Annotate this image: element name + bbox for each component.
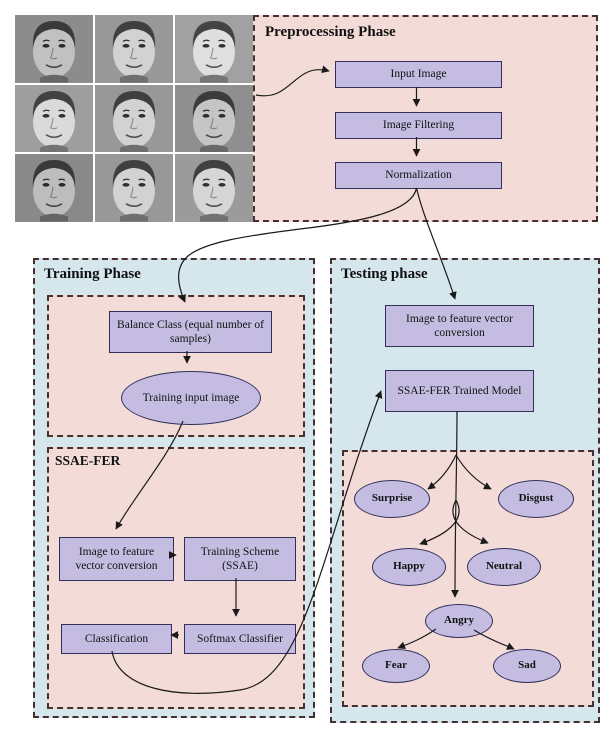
emotion-sad-node: Sad [493,649,561,683]
emotion-happy-node: Happy [372,548,446,586]
face-photo-icon [15,154,93,222]
face-image [175,154,253,222]
emotion-output-subpanel: Surprise Disgust Happy Neutral Angry Fea… [342,450,594,707]
emotion-surprise-node: Surprise [354,480,430,518]
face-image [175,15,253,83]
face-image [95,15,173,83]
training-phase-panel: Training Phase Balance Class (equal numb… [33,258,315,718]
training-scheme-node: Training Scheme (SSAE) [184,537,296,581]
ssae-fer-label: SSAE-FER [55,453,121,468]
testing-feature-conversion-node: Image to feature vector conversion [385,305,534,347]
face-photo-icon [175,15,253,83]
face-image [175,84,253,153]
trained-model-node: SSAE-FER Trained Model [385,370,534,412]
face-image [15,154,93,222]
face-photo-icon [175,154,253,222]
input-image-node: Input Image [335,61,502,88]
face-image [15,84,93,153]
testing-phase-panel: Testing phase Image to feature vector co… [330,258,600,723]
balance-class-subpanel: Balance Class (equal number of samples) … [47,295,305,437]
softmax-classifier-node: Softmax Classifier [184,624,296,654]
emotion-disgust-node: Disgust [498,480,574,518]
training-feature-conversion-node: Image to feature vector conversion [59,537,174,581]
face-image [15,15,93,83]
face-image-grid [15,15,253,222]
preprocessing-phase-panel: Preprocessing Phase Input Image Image Fi… [253,15,598,222]
training-phase-title: Training Phase [44,266,141,282]
face-photo-icon [95,15,173,83]
emotion-angry-node: Angry [425,604,493,638]
balance-class-node: Balance Class (equal number of samples) [109,311,272,353]
classification-node: Classification [61,624,172,654]
ssae-fer-subpanel: SSAE-FER Image to feature vector convers… [47,447,305,709]
face-photo-icon [175,84,253,153]
face-image [95,84,173,153]
image-filtering-node: Image Filtering [335,112,502,139]
preprocessing-phase-title: Preprocessing Phase [265,24,396,40]
normalization-node: Normalization [335,162,502,189]
training-input-image-node: Training input image [121,371,261,425]
face-photo-icon [15,15,93,83]
emotion-fear-node: Fear [362,649,430,683]
face-photo-icon [95,84,173,153]
face-image [95,154,173,222]
face-photo-icon [95,154,173,222]
emotion-neutral-node: Neutral [467,548,541,586]
face-photo-icon [15,84,93,153]
testing-phase-title: Testing phase [341,266,428,282]
